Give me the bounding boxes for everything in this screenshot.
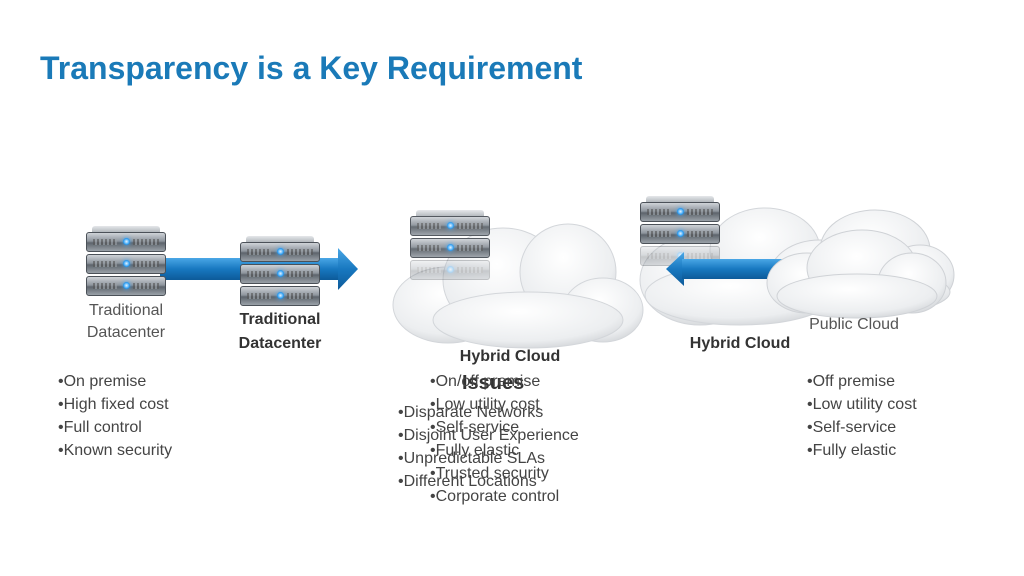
- issues-list: Disparate Networks Disjoint User Experie…: [398, 401, 579, 493]
- slide-title: Transparency is a Key Requirement: [40, 50, 583, 86]
- server-icon: [640, 196, 720, 268]
- arrow-left-icon: [666, 252, 782, 286]
- list-item: Full control: [58, 416, 172, 439]
- list-item: On/off premise: [430, 370, 559, 393]
- list-item: Self-service: [807, 416, 917, 439]
- list-item: Disparate Networks: [398, 401, 579, 424]
- traditional-bullets: On premise High fixed cost Full control …: [58, 370, 173, 462]
- cloud-icon: [766, 229, 947, 319]
- hybrid-cloud-label-right: Hybrid Cloud: [689, 335, 791, 352]
- server-icon: [240, 236, 320, 308]
- middle-datacenter-label: Traditional Datacenter: [238, 311, 322, 352]
- list-item: Off premise: [807, 370, 917, 393]
- list-item: Disjoint User Experience: [398, 424, 579, 447]
- public-cloud-label: Public Cloud: [809, 316, 899, 333]
- server-icon: [86, 226, 166, 298]
- list-item: On premise: [58, 370, 172, 393]
- list-item: Unpredictable SLAs: [398, 447, 579, 470]
- list-item: Known security: [58, 439, 173, 462]
- hybrid-cloud-label: Hybrid Cloud: [459, 348, 561, 365]
- public-bullets: Off premise Low utility cost Self-servic…: [807, 370, 917, 462]
- server-icon: [410, 210, 490, 282]
- list-item: Different Locations: [398, 470, 579, 493]
- list-item: Low utility cost: [807, 393, 917, 416]
- list-item: High fixed cost: [58, 393, 172, 416]
- traditional-datacenter-label: Traditional Datacenter: [86, 302, 166, 341]
- list-item: Fully elastic: [807, 439, 917, 462]
